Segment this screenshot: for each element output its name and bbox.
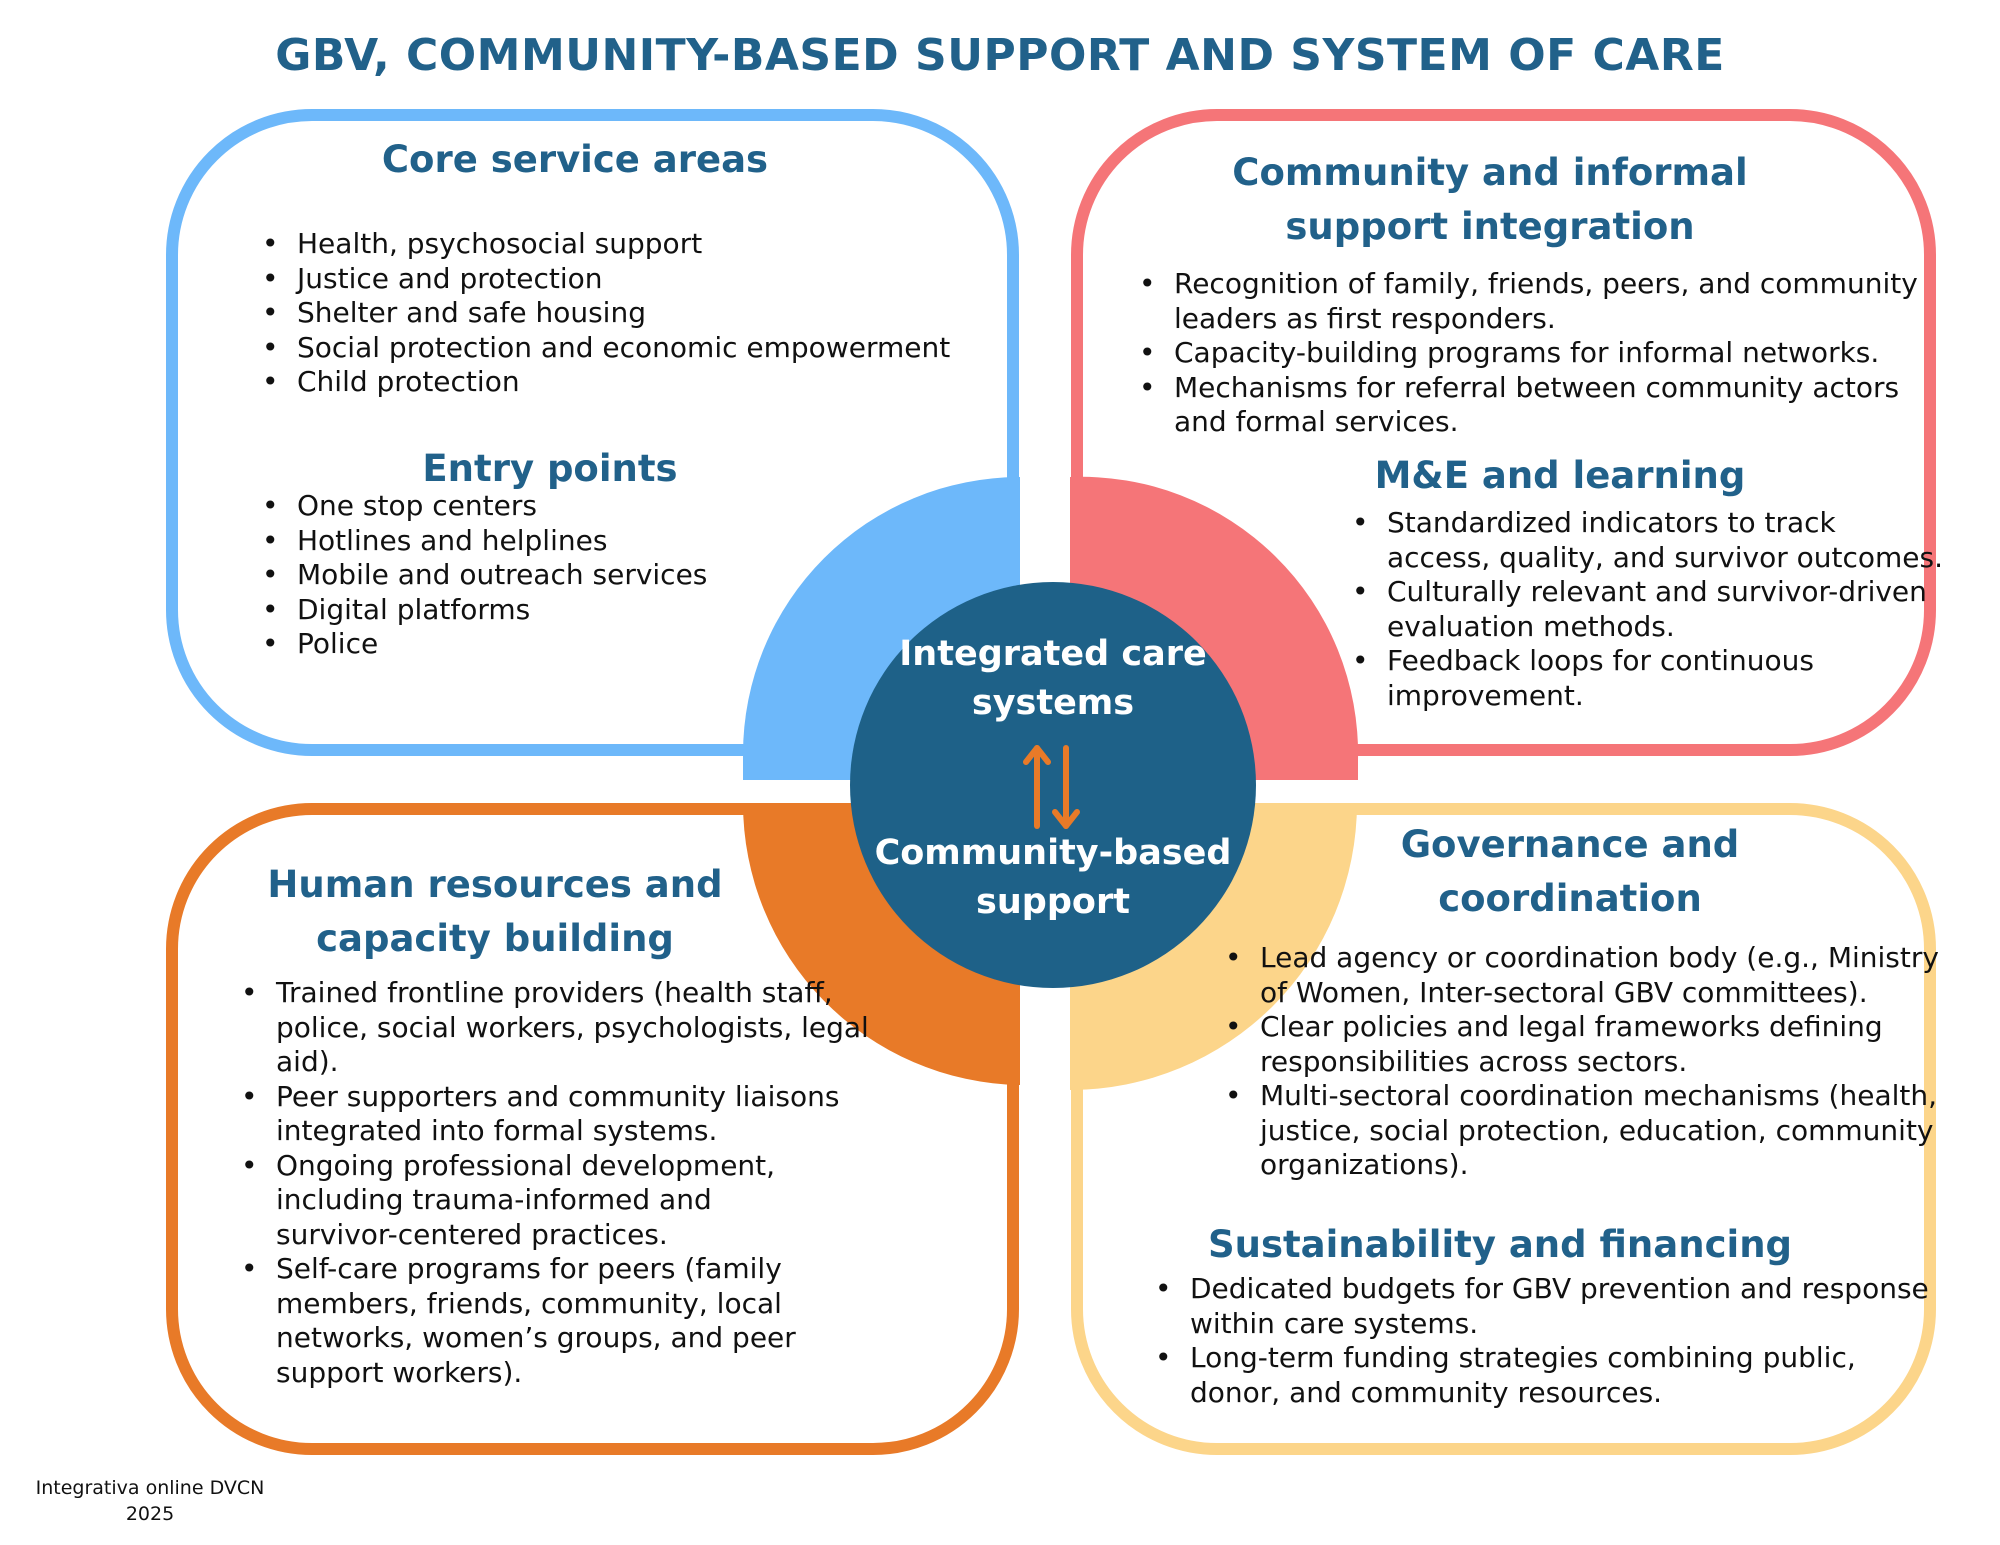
section-title-me-learning: M&E and learning — [1374, 454, 1746, 497]
list-item: Clear policies and legal frameworks defi… — [1225, 1010, 1960, 1079]
section-title-human-resources: Human resources and capacity building — [267, 863, 723, 960]
list-community-informal-support: Recognition of family, friends, peers, a… — [1139, 267, 1954, 440]
list-item: One stop centers — [262, 489, 857, 524]
list-sustainability-financing: Dedicated budgets for GBV prevention and… — [1155, 1272, 1950, 1410]
center-circle — [850, 582, 1256, 988]
list-item: Culturally relevant and survivor-drivene… — [1352, 575, 1967, 644]
list-item: Recognition of family, friends, peers, a… — [1139, 267, 1954, 336]
list-item: Capacity-building programs for informal … — [1139, 336, 1954, 371]
list-item: Child protection — [262, 365, 997, 400]
list-item: Long-term funding strategies combining p… — [1155, 1341, 1950, 1410]
center-label-community-support: Community-based support — [874, 833, 1232, 922]
page-title: GBV, COMMUNITY-BASED SUPPORT AND SYSTEM … — [275, 30, 1725, 81]
section-title-governance-coordination: Governance and coordination — [1400, 823, 1740, 920]
footer-credit: Integrativa online DVCN 2025 — [35, 1477, 265, 1525]
list-item: Digital platforms — [262, 593, 857, 628]
list-me-learning: Standardized indicators to trackaccess, … — [1352, 506, 1967, 713]
section-title-core-service-areas: Core service areas — [381, 138, 769, 181]
list-item: Standardized indicators to trackaccess, … — [1352, 506, 1967, 575]
list-item: Mobile and outreach services — [262, 558, 857, 593]
section-title-entry-points: Entry points — [422, 447, 678, 490]
list-item: Ongoing professional development,includi… — [241, 1149, 896, 1253]
list-core-service-areas: Health, psychosocial support Justice and… — [262, 227, 997, 400]
list-item: Trained frontline providers (health staf… — [241, 976, 896, 1080]
list-governance-coordination: Lead agency or coordination body (e.g., … — [1225, 941, 1960, 1183]
section-title-sustainability-financing: Sustainability and financing — [1207, 1223, 1793, 1266]
section-title-community-informal-support: Community and informal support integrati… — [1232, 151, 1748, 248]
list-item: Feedback loops for continuousimprovement… — [1352, 644, 1967, 713]
list-entry-points: One stop centers Hotlines and helplines … — [262, 489, 857, 662]
list-item: Hotlines and helplines — [262, 524, 857, 559]
list-item: Peer supporters and community liaisonsin… — [241, 1080, 896, 1149]
list-human-resources: Trained frontline providers (health staf… — [241, 976, 896, 1390]
list-item: Justice and protection — [262, 262, 997, 297]
bidirectional-arrows-icon — [1023, 745, 1080, 829]
center-label-integrated-care: Integrated care systems — [899, 634, 1207, 723]
list-item: Health, psychosocial support — [262, 227, 997, 262]
list-item: Police — [262, 627, 857, 662]
list-item: Dedicated budgets for GBV prevention and… — [1155, 1272, 1950, 1341]
list-item: Lead agency or coordination body (e.g., … — [1225, 941, 1960, 1010]
list-item: Multi-sectoral coordination mechanisms (… — [1225, 1079, 1960, 1183]
list-item: Self-care programs for peers (familymemb… — [241, 1252, 896, 1390]
list-item: Shelter and safe housing — [262, 296, 997, 331]
list-item: Mechanisms for referral between communit… — [1139, 371, 1954, 440]
list-item: Social protection and economic empowerme… — [262, 331, 997, 366]
